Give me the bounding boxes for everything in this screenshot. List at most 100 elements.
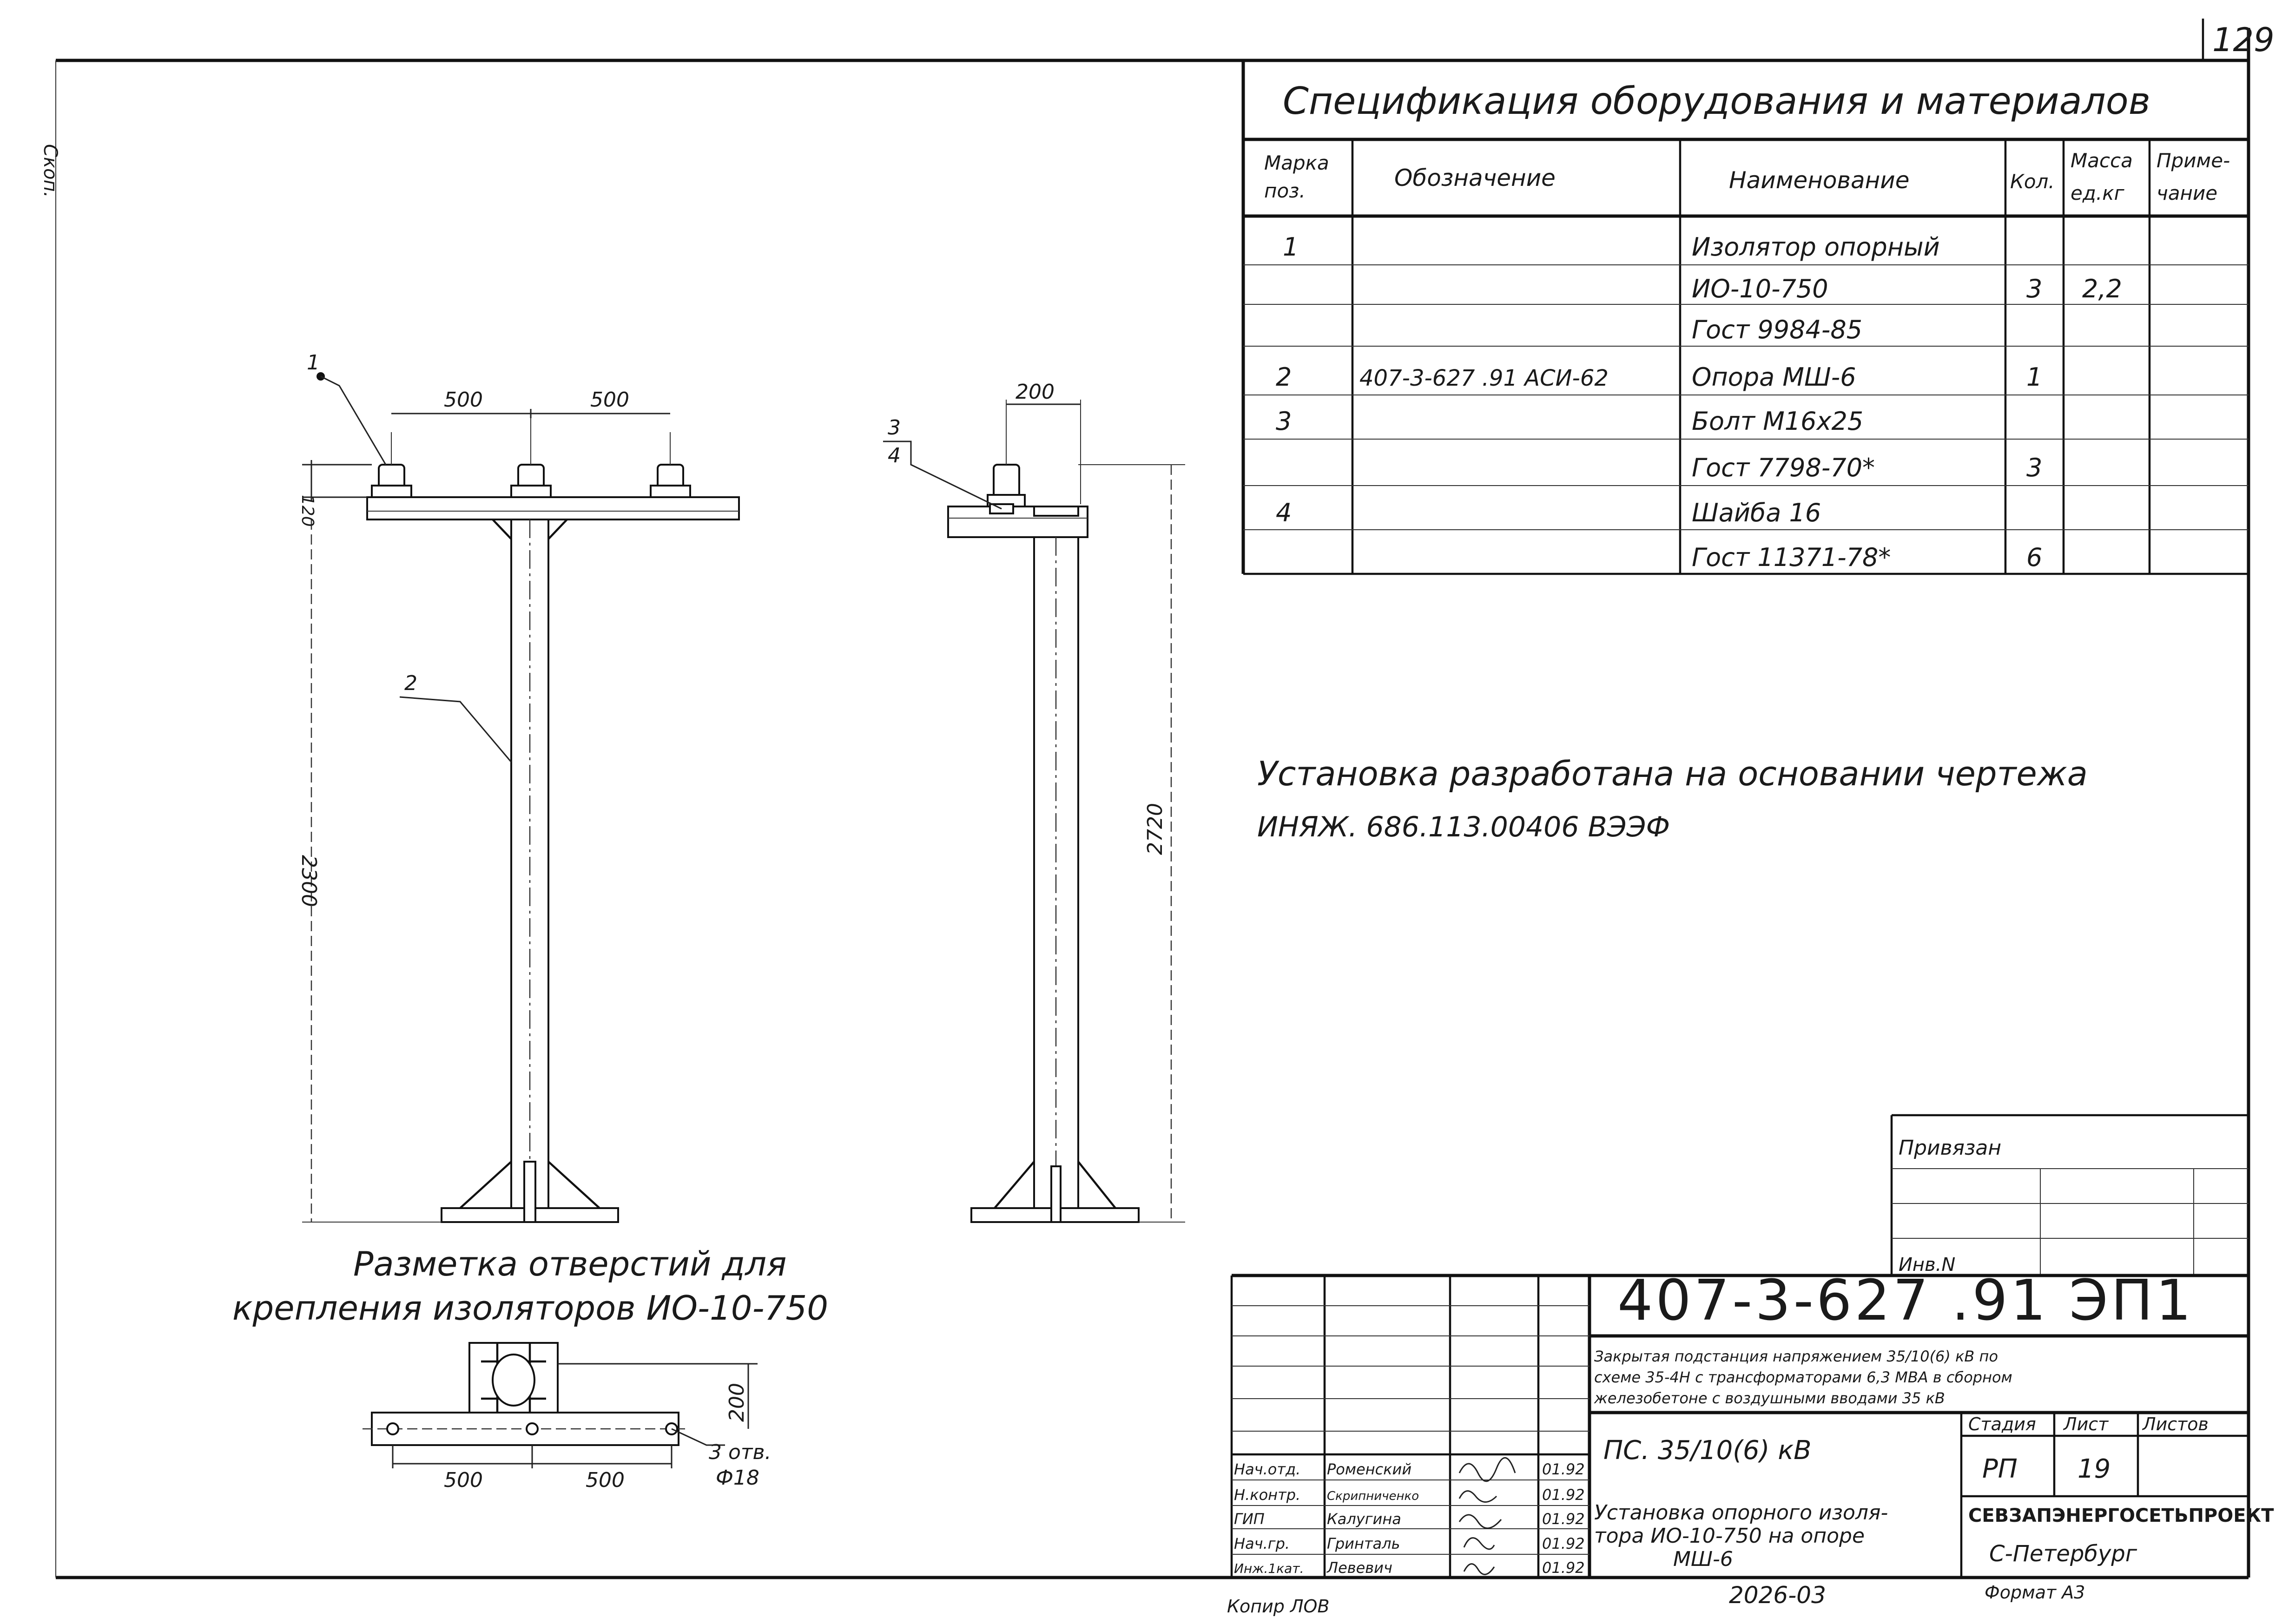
callout-leader xyxy=(399,696,512,763)
marking-detail xyxy=(363,1342,758,1468)
specification-table xyxy=(1241,60,2249,575)
row-name: Болт М16х25 xyxy=(1692,407,1863,436)
row-designation: 407-3-627 .91 АСИ-62 xyxy=(1359,365,1609,391)
staff-date: 01.92 xyxy=(1542,1510,1585,1528)
sheet-frame xyxy=(55,19,2250,1579)
row-qty: 3 xyxy=(2026,453,2042,482)
row-qty: 6 xyxy=(2026,543,2042,572)
dim-height-side: 2720 xyxy=(1143,803,1167,855)
staff-role: ГИП xyxy=(1234,1510,1265,1528)
spec-title: Спецификация оборудования и материалов xyxy=(1283,79,2150,123)
callout-4: 4 xyxy=(888,444,901,467)
row-mass: 2,2 xyxy=(2082,274,2122,303)
staff-name: Роменский xyxy=(1327,1460,1411,1478)
row-name: Гост 9984-85 xyxy=(1692,315,1862,344)
title-block xyxy=(1230,1114,2249,1578)
callout-1: 1 xyxy=(307,351,320,375)
row-qty: 3 xyxy=(2026,274,2042,303)
project-line-1: Закрытая подстанция напряжением 35/10(6)… xyxy=(1594,1348,1998,1365)
header-note-1: Приме- xyxy=(2157,149,2230,172)
sheet-value: 19 xyxy=(2077,1454,2110,1484)
org-name: СЕВЗАПЭНЕРГОСЕТЬПРОЕКТ xyxy=(1968,1505,2274,1526)
stage-label: Стадия xyxy=(1968,1414,2036,1434)
bound-label: Привязан xyxy=(1899,1136,2001,1160)
spec-row: Гост 9984-85 xyxy=(1692,315,1862,344)
row-name: Гост 11371-78* xyxy=(1692,543,1891,572)
signature xyxy=(1463,1563,1495,1575)
spec-row: ИО-10-750 3 2,2 xyxy=(1692,274,2122,303)
dimension-lines xyxy=(302,409,671,1223)
staff-date: 01.92 xyxy=(1542,1559,1585,1577)
drawing-title-3: МШ-6 xyxy=(1673,1547,1733,1571)
header-mark-1: Марка xyxy=(1264,151,1329,174)
installation-note-2: ИНЯЖ. 686.113.00406 ВЭЭФ xyxy=(1257,811,1670,843)
marking-title-1: Разметка отверстий для xyxy=(353,1244,786,1283)
staff-role: Инж.1кат. xyxy=(1234,1561,1304,1576)
side-view: 200 2720 3 4 xyxy=(883,380,1185,1223)
spec-row: 2 407-3-627 .91 АСИ-62 Опора МШ-6 1 xyxy=(1276,362,2042,392)
insulator-icon xyxy=(650,464,691,498)
row-mark: 3 xyxy=(1276,407,1292,436)
header-note-2: чание xyxy=(2157,182,2217,204)
spec-row: Гост 11371-78* 6 xyxy=(1692,543,2042,572)
spec-row: 1 Изолятор опорный xyxy=(1283,232,1940,262)
sheet-number: 129 xyxy=(2212,21,2275,59)
spec-row: 4 Шайба 16 xyxy=(1276,498,1821,527)
row-name: Изолятор опорный xyxy=(1692,232,1940,262)
staff-date: 01.92 xyxy=(1542,1486,1585,1504)
row-mark: 1 xyxy=(1283,232,1299,262)
staff-row: Нач.гр. Гринталь 01.92 xyxy=(1234,1535,1585,1552)
dim-height: 2300 xyxy=(297,855,321,907)
header-mass-1: Масса xyxy=(2071,149,2133,172)
insulator-icon xyxy=(987,464,1026,507)
staff-row: Инж.1кат. Левевич 01.92 xyxy=(1234,1559,1585,1577)
object-name: ПС. 35/10(6) кВ xyxy=(1603,1435,1812,1466)
signature xyxy=(1458,1490,1497,1503)
crossarm xyxy=(366,496,740,520)
sheets-label: Листов xyxy=(2142,1414,2209,1434)
dimension-lines xyxy=(1006,400,1185,1223)
signature xyxy=(1458,1457,1516,1482)
staff-date: 01.92 xyxy=(1542,1460,1585,1478)
drawing-title-2: тора ИО-10-750 на опоре xyxy=(1594,1524,1865,1548)
dim-span-left: 500 xyxy=(444,388,483,412)
spec-rows: 1 Изолятор опорный ИО-10-750 3 2,2 Гост … xyxy=(1276,232,2122,572)
staff-name: Скрипниченко xyxy=(1327,1489,1419,1503)
row-name: Шайба 16 xyxy=(1692,498,1821,527)
marking-holes-2: Ф18 xyxy=(716,1466,759,1490)
sheet-label: Лист xyxy=(2063,1414,2109,1434)
staff-row: Нач.отд. Роменский 01.92 xyxy=(1234,1457,1585,1482)
insulator-icon xyxy=(371,464,412,498)
header-mark-2: поз. xyxy=(1264,179,1306,202)
row-name: Гост 7798-70* xyxy=(1692,453,1875,482)
staff-name: Гринталь xyxy=(1327,1535,1400,1552)
spec-row: Гост 7798-70* 3 xyxy=(1692,453,2042,482)
drawing-code: 407-3-627 .91 ЭП1 xyxy=(1617,1269,2194,1333)
signature xyxy=(1463,1537,1495,1550)
staff-date: 01.92 xyxy=(1542,1535,1585,1552)
row-name: Опора МШ-6 xyxy=(1692,362,1856,392)
org-city: С-Петербург xyxy=(1989,1541,2137,1567)
row-qty: 1 xyxy=(2026,362,2042,392)
format-label: Формат А3 xyxy=(1985,1582,2085,1603)
staff-role: Нач.отд. xyxy=(1234,1460,1300,1478)
signature xyxy=(1458,1514,1502,1529)
header-qty: Кол. xyxy=(2010,170,2055,193)
hole-mark xyxy=(386,1422,399,1435)
archive-number: 2026-03 xyxy=(1729,1582,1826,1609)
project-line-2: схеме 35-4Н с трансформаторами 6,3 МВА в… xyxy=(1594,1368,2012,1386)
staff-role: Нач.гр. xyxy=(1234,1535,1290,1552)
insulator-icon xyxy=(510,464,552,498)
spec-row: 3 Болт М16х25 xyxy=(1276,407,1863,436)
marking-dim-right: 500 xyxy=(586,1468,625,1492)
staff-name: Калугина xyxy=(1327,1510,1401,1528)
dim-insulator: 120 xyxy=(298,495,317,527)
marking-title-2: крепления изоляторов ИО-10-750 xyxy=(232,1289,828,1328)
front-view: 500 500 120 2300 1 2 xyxy=(297,351,740,1223)
header-designation: Обозначение xyxy=(1394,164,1556,191)
inv-label: Инв.N xyxy=(1899,1254,1955,1276)
row-mark: 4 xyxy=(1276,498,1292,527)
stage-value: РП xyxy=(1982,1454,2018,1484)
marking-holes-1: 3 отв. xyxy=(709,1440,771,1464)
